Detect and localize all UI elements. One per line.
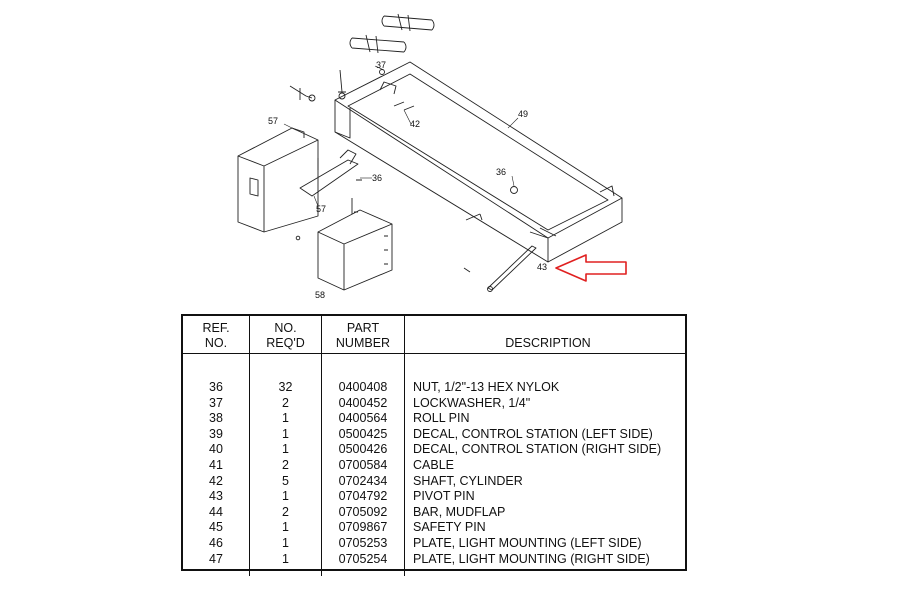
- description-cell: SHAFT, CYLINDER: [404, 473, 685, 490]
- callout-42: 42: [410, 119, 420, 129]
- ref-no-cell: 45: [209, 520, 223, 535]
- part-number-cell: 0705253: [321, 535, 405, 552]
- part-number-cell: 0709867: [321, 520, 405, 536]
- description-cell: DECAL, CONTROL STATION (LEFT SIDE): [404, 426, 685, 443]
- description-cell: PLATE, LIGHT MOUNTING (LEFT SIDE): [404, 535, 685, 552]
- callout-57-top: 57: [268, 116, 278, 126]
- ref-no-cell: 46: [209, 535, 223, 550]
- qty-cell: 2: [249, 457, 322, 474]
- shaft-pins: [393, 101, 415, 111]
- ref-no-cell: 36: [209, 380, 223, 394]
- part-number-cell: 0400452: [321, 395, 405, 412]
- cylinder-shaft-upper: [381, 13, 435, 32]
- ref-no-cell: 39: [209, 426, 223, 441]
- mounting-bracket: [299, 149, 362, 197]
- qty-cell: 1: [249, 551, 322, 577]
- ref-no-cell: 37: [209, 395, 223, 410]
- description-cell: ROLL PIN: [404, 411, 685, 427]
- highlight-arrow-icon: [555, 254, 627, 282]
- header-part-number: PART NUMBER: [321, 316, 405, 354]
- callout-58: 58: [315, 290, 325, 300]
- part-number-cell: 0400564: [321, 411, 405, 427]
- parts-list-table: REF. NO. NO. REQ'D PART NUMBER DESCRIPTI…: [181, 314, 687, 577]
- exploded-parts-diagram: 37 42 49 57 36 36 57 43 58: [237, 13, 627, 300]
- battery-box: [317, 198, 393, 291]
- qty-cell: 5: [249, 473, 322, 490]
- callout-49: 49: [518, 109, 528, 119]
- description-cell: PIVOT PIN: [404, 489, 685, 505]
- part-number-cell: 0704792: [321, 489, 405, 505]
- part-number-cell: 0500425: [321, 426, 405, 443]
- description-cell: LOCKWASHER, 1/4": [404, 395, 685, 412]
- ref-no-cell: 40: [209, 442, 223, 457]
- ref-no-cell: 44: [209, 504, 223, 519]
- nut-36: [465, 186, 518, 221]
- part-number-cell: 0702434: [321, 473, 405, 490]
- description-cell: BAR, MUDFLAP: [404, 504, 685, 521]
- bolt-assembly: [289, 69, 385, 102]
- qty-cell: 1: [249, 520, 322, 536]
- ref-no-cell: 42: [209, 473, 223, 488]
- description-cell: CABLE: [404, 457, 685, 474]
- table-header-row: REF. NO. NO. REQ'D PART NUMBER DESCRIPTI…: [183, 316, 685, 354]
- part-number-cell: 0500426: [321, 442, 405, 458]
- qty-cell: 1: [249, 411, 322, 427]
- qty-cell: 2: [249, 395, 322, 412]
- header-no-reqd: NO. REQ'D: [249, 316, 322, 354]
- callout-37: 37: [376, 60, 386, 70]
- description-cell: SAFETY PIN: [404, 520, 685, 536]
- control-box: [237, 127, 319, 241]
- description-cell: NUT, 1/2"-13 HEX NYLOK: [404, 353, 685, 396]
- callout-57-bottom: 57: [316, 204, 326, 214]
- header-description: DESCRIPTION: [404, 316, 685, 354]
- qty-cell: 1: [249, 535, 322, 552]
- part-number-cell: 0700584: [321, 457, 405, 474]
- main-frame: [334, 61, 623, 263]
- qty-cell: 1: [249, 442, 322, 458]
- qty-cell: 32: [249, 353, 322, 396]
- cylinder-shaft-lower: [349, 34, 407, 54]
- header-ref-no: REF. NO.: [183, 316, 250, 354]
- description-cell: PLATE, LIGHT MOUNTING (RIGHT SIDE): [404, 551, 685, 577]
- ref-no-cell: 43: [209, 489, 223, 504]
- callout-36-right: 36: [496, 167, 506, 177]
- ref-no-cell: 38: [209, 411, 223, 426]
- pivot-pin: [463, 245, 537, 292]
- part-number-cell: 0705254: [321, 551, 405, 577]
- ref-no-cell: 41: [209, 457, 223, 472]
- description-cell: DECAL, CONTROL STATION (RIGHT SIDE): [404, 442, 685, 458]
- qty-cell: 1: [249, 489, 322, 505]
- callout-43: 43: [537, 262, 547, 272]
- qty-cell: 1: [249, 426, 322, 443]
- ref-no-cell: 47: [209, 551, 223, 566]
- qty-cell: 2: [249, 504, 322, 521]
- leader-lines: [283, 65, 519, 207]
- callout-36-left: 36: [372, 173, 382, 183]
- part-number-cell: 0705092: [321, 504, 405, 521]
- part-number-cell: 0400408: [321, 353, 405, 396]
